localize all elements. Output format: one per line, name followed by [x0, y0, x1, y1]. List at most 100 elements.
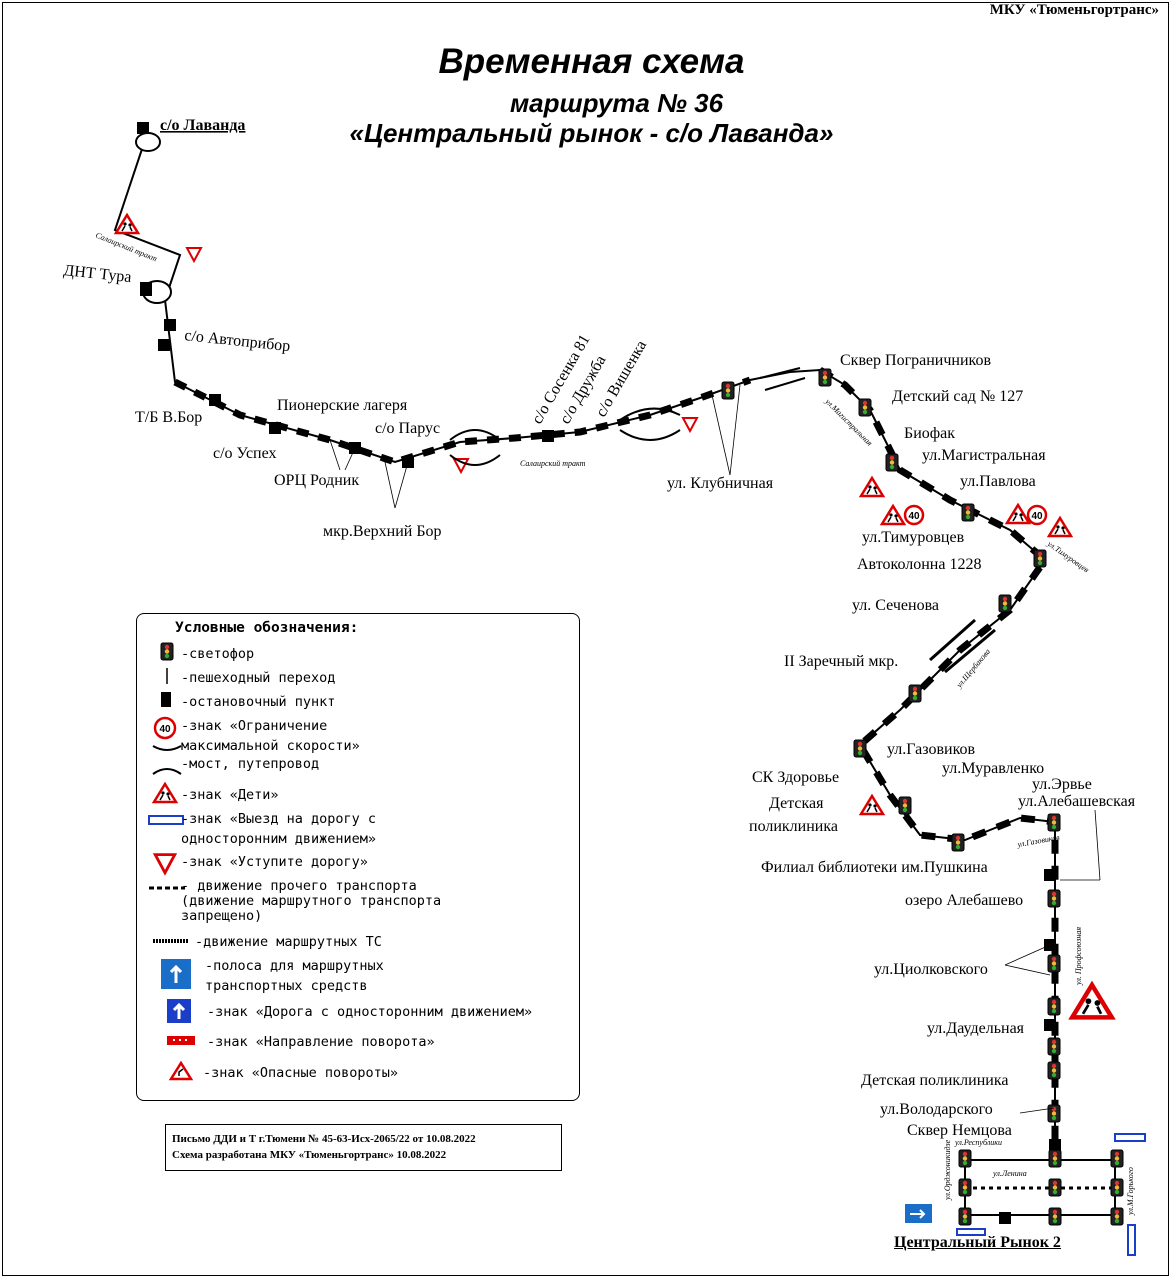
traffic-light-icon	[721, 381, 735, 400]
stop-label-volodarskogo: ул.Володарского	[880, 1101, 993, 1118]
stop-label-avtopribor: с/о Автоприбор	[184, 327, 292, 355]
street-label-mgorkogo: ул.М.Горького	[1126, 1167, 1135, 1216]
street-label-odzhonikidze: ул.Орджоникидзе	[943, 1139, 952, 1201]
stop-label-ciolkovskogo: ул.Циолковского	[874, 961, 988, 978]
label-leader-lines	[329, 384, 1101, 1114]
stop-label-tb-vbor: Т/Б В.Бор	[135, 409, 202, 426]
stop-label-det-poliklinika-b: поликлиника	[749, 818, 838, 835]
stop-label-daudelnaya: ул.Даудельная	[927, 1020, 1025, 1037]
stop-label-lavanda: с/о Лаванда	[160, 117, 245, 134]
stop-label-zarechny: II Заречный мкр.	[784, 653, 898, 670]
street-label-timurovcev: ул.Тимуровцев	[1045, 539, 1091, 575]
stop-label-centr-rynok: Центральный Рынок 2	[894, 1234, 1061, 1251]
dangerous-turns-sign-icon	[168, 1060, 194, 1081]
legend-item: -полоса для маршрутных транспортных сред…	[205, 958, 384, 994]
stop-marker	[158, 339, 170, 351]
children-sign-large-icon	[1072, 985, 1112, 1017]
stop-marker	[209, 394, 221, 406]
street-label-profsoyuznaya: ул. Профсоюзная	[1074, 927, 1083, 986]
street-label-salairsky: Салаирский тракт	[520, 459, 586, 468]
traffic-light-icon	[1110, 1207, 1124, 1226]
stop-marker	[1049, 1139, 1061, 1151]
legend-item: - движение прочего транспорта (движение …	[181, 878, 442, 924]
stop-marker	[542, 430, 554, 442]
legend-item: -знак «Дорога с односторонним движением»	[207, 1004, 533, 1020]
one-way-road-sign-icon	[167, 999, 191, 1023]
legend-item: -светофор	[181, 646, 255, 662]
legend-item: -пешеходный переход	[181, 670, 336, 686]
source-note-line-1: Письмо ДДИ и Т г.Тюмени № 45-63-Исх-2065…	[172, 1133, 476, 1145]
traffic-light-icon	[1033, 549, 1047, 568]
traffic-light-icon	[1048, 1178, 1062, 1197]
stop-label-avtokolonna: Автоколонна 1228	[857, 556, 981, 573]
traffic-light-icon	[1110, 1178, 1124, 1197]
children-sign-icon	[152, 782, 178, 804]
traffic-light-icon	[961, 503, 975, 522]
traffic-light-icon	[858, 398, 872, 417]
route-direction-marks-2	[818, 366, 1059, 1160]
svg-text:40: 40	[908, 511, 920, 522]
stop-label-erve: ул.Эрвье	[1032, 776, 1092, 793]
source-note-line-2: Схема разработана МКУ «Тюменьгортранс» 1…	[172, 1149, 447, 1161]
stop-label-ozero: озеро Алебашево	[905, 892, 1023, 909]
traffic-light-icon	[1047, 1037, 1061, 1056]
traffic-light-icon	[898, 796, 912, 815]
stop-label-pioner: Пионерские лагеря	[277, 397, 408, 414]
stop-label-pavlova: ул.Павлова	[960, 473, 1036, 490]
legend-item: -знак «Уступите дорогу»	[181, 854, 368, 870]
one-way-exit-sign-icon	[956, 1228, 986, 1236]
stop-label-filial: Филиал библиотеки им.Пушкина	[761, 859, 988, 876]
organization-name: МКУ «Тюменьгортранс»	[989, 2, 1159, 18]
turn-direction-sign-icon	[167, 1036, 195, 1045]
bridge-icon	[152, 745, 182, 775]
title-line-1: Временная схема	[438, 42, 745, 81]
source-note: Письмо ДДИ и Т г.Тюмени № 45-63-Исх-2065…	[165, 1124, 562, 1171]
traffic-light-icon	[958, 1178, 972, 1197]
stop-marker	[999, 1212, 1011, 1224]
children-sign-icon	[859, 476, 885, 498]
traffic-light-icon	[818, 368, 832, 387]
stop-label-gazovikov: ул.Газовиков	[887, 741, 976, 758]
traffic-light-icon	[951, 833, 965, 852]
stop-label-skver-nemcova: Сквер Немцова	[907, 1122, 1012, 1139]
yield-sign-icon	[186, 247, 202, 262]
street-label-respubliki: ул.Республики	[954, 1138, 1002, 1147]
traffic-light-icon	[958, 1149, 972, 1168]
traffic-light-icon	[908, 684, 922, 703]
legend-item: -знак «Направление поворота»	[207, 1034, 435, 1050]
bridge-icon	[449, 367, 806, 466]
legend-item: -мост, путепровод	[181, 756, 320, 772]
stop-label-dnt-tura: ДНТ Тура	[63, 262, 133, 286]
street-label-lenina: ул.Ленина	[992, 1169, 1027, 1178]
stop-label-det-poliklinika-a: Детская	[769, 795, 824, 812]
title-line-3: «Центральный рынок - с/о Лаванда»	[349, 118, 834, 148]
title-line-2: маршрута № 36	[509, 88, 724, 118]
traffic-light-icon	[1110, 1149, 1124, 1168]
children-sign-icon	[859, 794, 885, 816]
legend-item: -знак «Дети»	[181, 787, 279, 803]
legend: Условные обозначения: 40 -светофор -пеше…	[136, 613, 580, 1101]
stop-label-uspeh: с/о Успех	[213, 445, 277, 462]
stop-marker	[140, 282, 152, 296]
legend-symbols: 40	[148, 642, 195, 1081]
stop-label-skver-pogr: Сквер Пограничников	[840, 352, 991, 369]
stop-marker	[137, 122, 149, 134]
speed-limit-sign-icon: 40	[1026, 504, 1048, 526]
stop-label-parus: с/о Парус	[375, 420, 440, 437]
stop-label-klubnichnaya: ул. Клубничная	[667, 475, 774, 492]
street-label-scherbakova: ул.Щербакова	[954, 647, 992, 690]
svg-text:40: 40	[159, 724, 171, 735]
traffic-light-icon	[1048, 1149, 1062, 1168]
stop-label-vishenka: с/о Вишенка	[593, 338, 650, 420]
stop-label-orc: ОРЦ Родник	[274, 472, 359, 489]
yield-sign-icon	[153, 853, 177, 875]
stop-label-detsad: Детский сад № 127	[892, 388, 1023, 405]
legend-item: -знак «Ограничение максимальной скорости…	[181, 718, 360, 754]
stop-marker	[1044, 869, 1056, 881]
stop-label-sechenova: ул. Сеченова	[852, 597, 939, 614]
svg-text:40: 40	[1031, 511, 1043, 522]
route-direction-marks	[173, 376, 752, 466]
traffic-light-icon	[1047, 997, 1061, 1016]
traffic-light-icon	[853, 739, 867, 758]
